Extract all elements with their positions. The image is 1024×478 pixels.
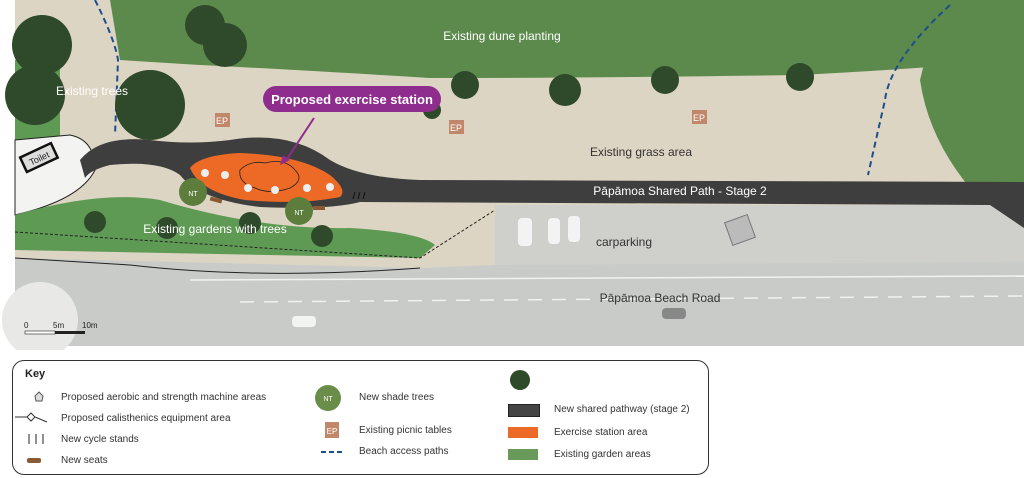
existing-trees-label: Existing trees (56, 84, 128, 98)
cycle-stands-icon (28, 434, 44, 444)
svg-text:EP: EP (327, 427, 338, 436)
pathway-swatch (508, 404, 540, 417)
shade-tree-icon: NT (315, 385, 341, 411)
parked-car (548, 218, 560, 244)
callout-label: Proposed exercise station (271, 92, 433, 107)
carpark-area (495, 205, 1024, 265)
beach-access-path (94, 0, 120, 136)
dune-planting-area (110, 0, 1024, 78)
key-label: New shade trees (359, 392, 435, 403)
road-center-line (239, 295, 1024, 303)
key-label: Proposed aerobic and strength machine ar… (61, 392, 267, 403)
road-label: Pāpāmoa Beach Road (600, 291, 721, 305)
key-label: Existing picnic tables (359, 425, 452, 436)
carparking-label: carparking (596, 235, 652, 249)
existing-trees (5, 5, 814, 247)
calisthenics-area (239, 161, 300, 192)
gardens-label: Existing gardens with trees (143, 222, 286, 236)
svg-text:10m: 10m (82, 321, 98, 330)
key-title: Key (25, 368, 46, 380)
cycle-stands (352, 191, 366, 200)
site-plan-map: Toilet NT NT EP EP EP (2, 0, 1024, 350)
road-car (292, 316, 316, 327)
calisthenics-icon (15, 412, 48, 423)
callout-badge (263, 86, 441, 112)
key-label: Existing garden areas (554, 449, 651, 460)
new-seat (209, 196, 223, 204)
new-shade-trees: NT NT (179, 178, 313, 225)
callout-arrow (284, 117, 315, 163)
beach-access-path (867, 4, 951, 176)
key-label: New shared pathway (stage 2) (554, 404, 690, 415)
svg-text:EP: EP (216, 116, 228, 126)
svg-text:5m: 5m (53, 321, 64, 330)
key-label: Exercise station area (554, 427, 648, 438)
grass-area-label: Existing grass area (590, 145, 692, 159)
key-label: Proposed calisthenics equipment area (61, 413, 231, 424)
toilet-building: Toilet (18, 141, 60, 174)
svg-text:EP: EP (693, 113, 705, 123)
parked-car (518, 218, 532, 246)
picnic-tables: EP EP EP (215, 110, 707, 134)
map-key: Key Proposed aerobic and strength machin… (12, 360, 709, 475)
exercise-swatch (508, 427, 538, 438)
beach-access-icon (321, 451, 345, 453)
shared-path (80, 137, 1024, 228)
dune-planting-right (920, 0, 1024, 225)
new-seat (313, 206, 325, 210)
svg-text:0: 0 (24, 321, 29, 330)
picnic-table-icon: EP (325, 422, 339, 438)
parked-car (568, 216, 580, 242)
seat-icon (27, 458, 41, 463)
road-lane-line (189, 275, 1024, 281)
existing-tree-icon (510, 370, 530, 390)
key-label: Beach access paths (359, 446, 449, 457)
svg-text:NT: NT (188, 191, 198, 198)
svg-text:NT: NT (323, 396, 333, 403)
svg-text:NT: NT (294, 210, 304, 217)
garden-swatch (508, 449, 538, 460)
road-area (15, 258, 1024, 346)
road-car (662, 308, 686, 319)
carpark-shelter (723, 213, 757, 247)
kerb-line (14, 257, 421, 274)
svg-text:EP: EP (450, 123, 462, 133)
scale-bar: 0 5m 10m (24, 321, 98, 335)
machine-areas (201, 169, 334, 194)
machine-area-icon (34, 391, 44, 402)
dune-planting-label: Existing dune planting (443, 29, 560, 43)
shared-path-label: Pāpāmoa Shared Path - Stage 2 (593, 184, 767, 198)
callout-arrowhead (280, 155, 290, 165)
key-label: New cycle stands (61, 434, 139, 445)
boundary-line (14, 204, 1024, 259)
key-label: New seats (61, 455, 108, 466)
